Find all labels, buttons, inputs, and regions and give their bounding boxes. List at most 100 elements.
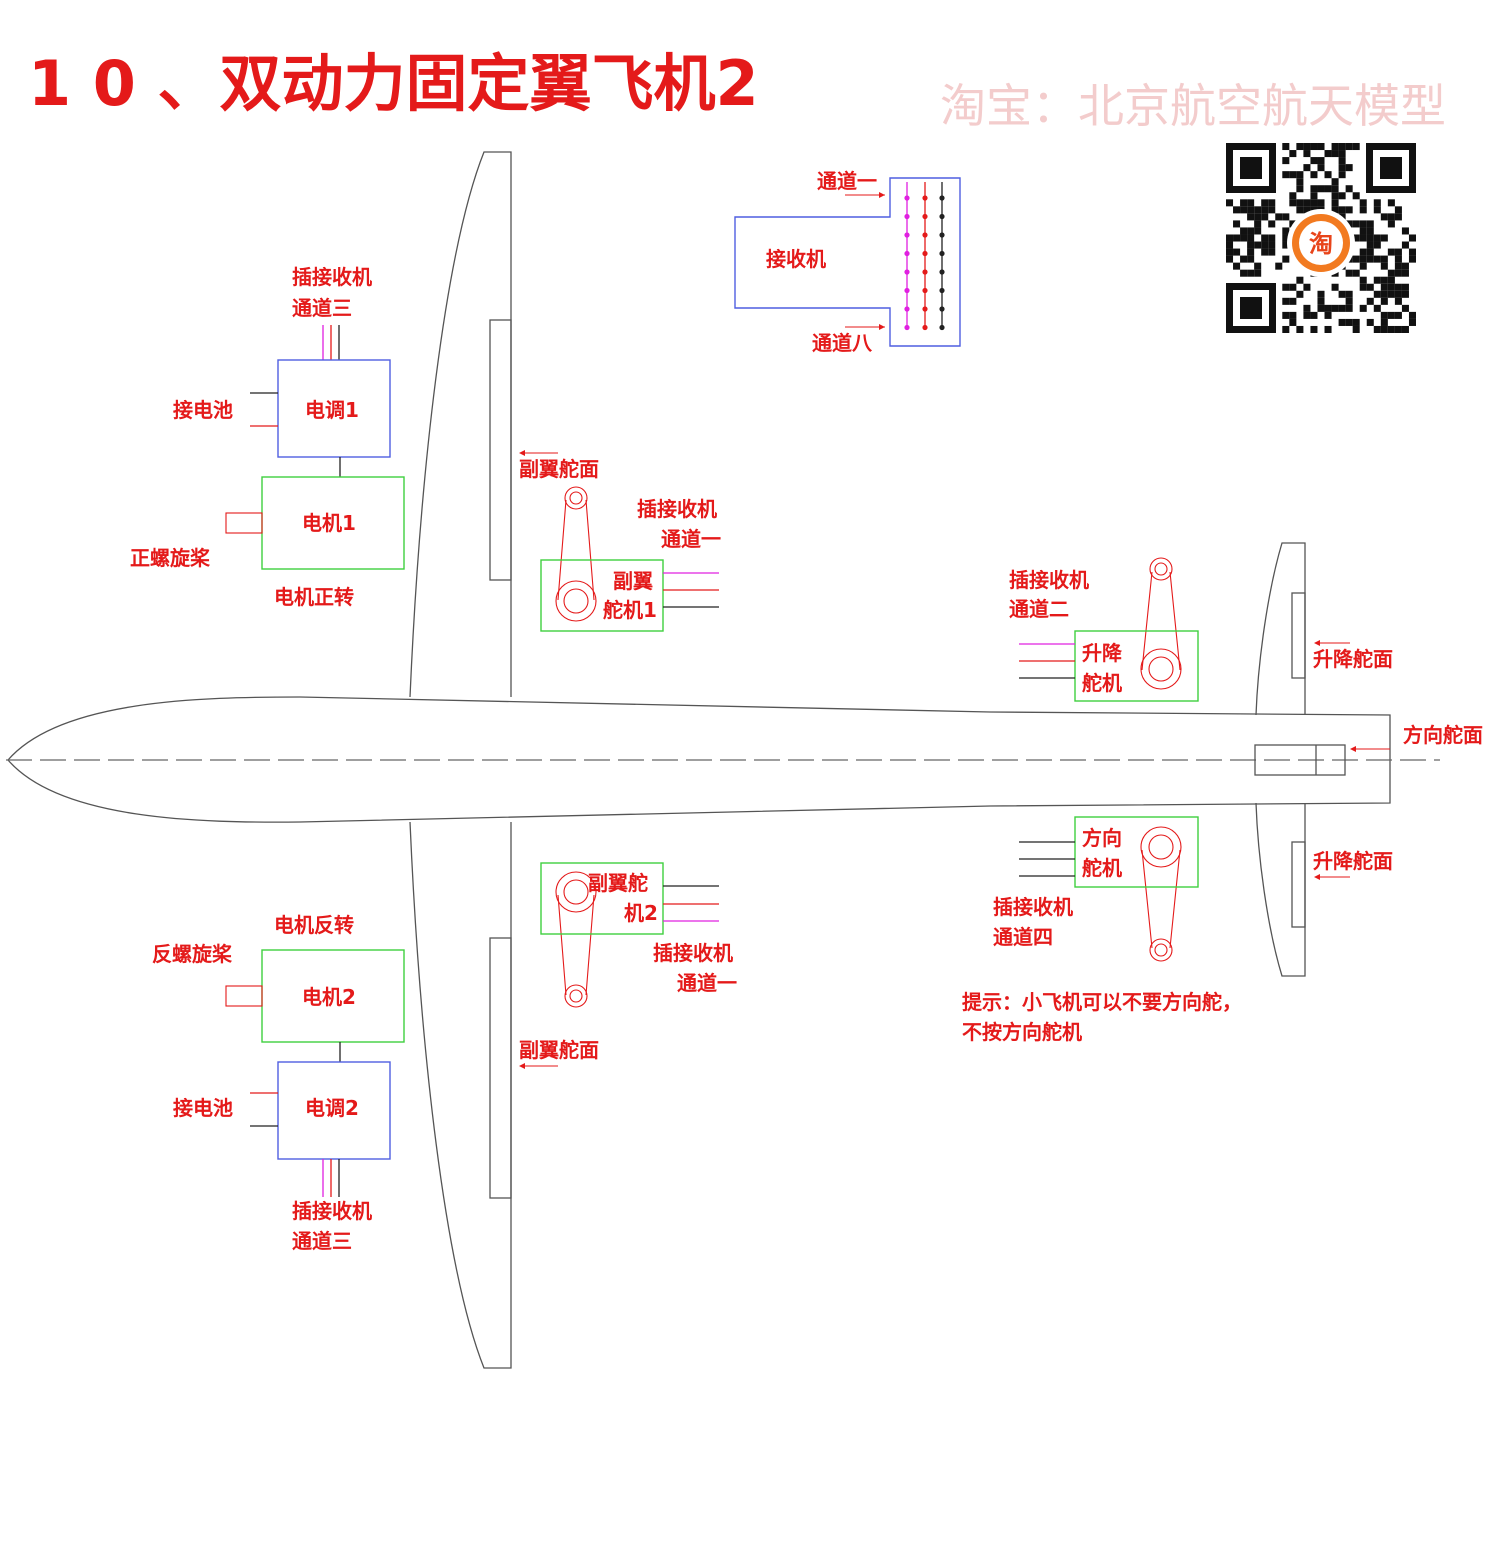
upper-aileron-label: 副翼舵面: [519, 457, 599, 481]
aileron-servo-1-line2: 舵机1: [603, 598, 657, 622]
receiver-pin: [939, 269, 945, 275]
propeller-icon: [225, 985, 263, 1007]
receiver-pin: [922, 306, 928, 312]
receiver-pin: [904, 232, 910, 238]
aileron-servo-2: 副翼舵 机2 插接收机 通道一 副翼舵面: [519, 862, 737, 1069]
receiver-pins: [904, 195, 945, 331]
rudder-servo: 方向 舵机 插接收机 通道四: [993, 816, 1199, 962]
rudder-servo-box: [1074, 816, 1199, 888]
esc2-battery-label: 接电池: [173, 1096, 233, 1120]
receiver: 接收机 通道一 通道八: [734, 169, 961, 355]
lower-elevator-label: 升降舵面: [1313, 849, 1393, 873]
elevator-servo-line1: 升降: [1082, 641, 1123, 665]
rudder-servo-line2: 舵机: [1082, 856, 1122, 880]
elevator-servo-plug2: 通道二: [1009, 597, 1069, 621]
lower-stabilizer-outline: [1255, 802, 1306, 977]
receiver-pin: [904, 213, 910, 220]
elevator-servo-plug1: 插接收机: [1009, 568, 1089, 592]
receiver-pin: [904, 324, 910, 331]
esc1-plug-line1: 插接收机: [292, 265, 372, 289]
aileron-servo-2-plug2: 通道一: [677, 971, 737, 995]
motor1: 电机1 正螺旋桨 电机正转: [130, 476, 405, 609]
receiver-pin: [922, 213, 928, 220]
receiver-pin: [939, 232, 945, 238]
esc2-label: 电调2: [305, 1096, 359, 1120]
rudder-servo-line1: 方向: [1082, 826, 1122, 850]
receiver-pin: [922, 232, 928, 238]
rudder-servo-plug2: 通道四: [993, 925, 1053, 949]
receiver-pin: [904, 287, 910, 294]
rudder-label: 方向舵面: [1403, 723, 1483, 747]
aileron-servo-1-line1: 副翼: [613, 569, 653, 593]
upper-wing-outline: [409, 151, 512, 698]
qr-logo-text: 淘: [1309, 230, 1333, 258]
propeller-icon: [225, 512, 263, 534]
esc1: 插接收机 通道三 电调1 接电池: [173, 265, 391, 477]
motor1-prop-label: 正螺旋桨: [130, 546, 211, 570]
rudder-servo-plug1: 插接收机: [993, 895, 1073, 919]
receiver-pin: [922, 250, 928, 257]
esc1-box: [277, 359, 391, 458]
motor2-rotation-label: 电机反转: [274, 913, 354, 937]
receiver-pin: [904, 250, 910, 257]
receiver-channel-top: 通道一: [817, 169, 877, 193]
receiver-pin: [939, 324, 945, 331]
aileron-servo-2-line2: 机2: [624, 901, 658, 925]
receiver-pin: [939, 195, 945, 201]
receiver-box: [734, 177, 961, 347]
esc2-box: [277, 1061, 391, 1160]
lower-elevator-surface: [1291, 841, 1306, 928]
motor1-rotation-label: 电机正转: [274, 585, 354, 609]
receiver-pin: [939, 306, 945, 312]
diagram-title: 1 0 、双动力固定翼飞机2: [28, 47, 759, 120]
elevator-servo-box: [1074, 630, 1199, 702]
receiver-pin: [939, 250, 945, 257]
rudder-surface: [1254, 744, 1346, 776]
esc2-plug-line1: 插接收机: [292, 1199, 372, 1223]
lower-aileron-label: 副翼舵面: [519, 1038, 599, 1062]
airframe: [6, 151, 1440, 1369]
motor2-prop-label: 反螺旋桨: [152, 942, 233, 966]
receiver-pin: [922, 287, 928, 294]
receiver-pin: [939, 213, 945, 220]
lower-wing-outline: [409, 821, 512, 1369]
receiver-pin: [922, 195, 928, 201]
lower-aileron-surface: [489, 937, 512, 1199]
upper-stabilizer-outline: [1255, 542, 1306, 716]
receiver-channel-bottom: 通道八: [812, 331, 873, 355]
aileron-servo-1-box: [540, 559, 664, 632]
elevator-servo: 插接收机 通道二 升降 舵机: [1009, 557, 1199, 702]
aileron-servo-2-box: [540, 862, 664, 935]
esc2-plug-line2: 通道三: [292, 1229, 352, 1253]
aileron-servo-2-plug1: 插接收机: [653, 941, 733, 965]
motor2-label: 电机2: [302, 985, 356, 1009]
motor2: 电机反转 反螺旋桨 电机2: [152, 913, 405, 1062]
servo-linkage-icon: [557, 499, 595, 601]
esc1-plug-line2: 通道三: [292, 296, 352, 320]
tip-line2: 不按方向舵机: [962, 1020, 1082, 1044]
receiver-pin: [904, 306, 910, 312]
elevator-servo-line2: 舵机: [1082, 671, 1122, 695]
receiver-pin: [922, 269, 928, 275]
esc2: 电调2 接电池 插接收机 通道三: [173, 1061, 391, 1253]
upper-elevator-label: 升降舵面: [1313, 647, 1393, 671]
esc1-battery-label: 接电池: [173, 398, 233, 422]
qr-code: 淘: [1226, 143, 1416, 333]
tip-line1: 提示：小飞机可以不要方向舵，: [962, 990, 1242, 1014]
fuselage-outline: [7, 696, 1391, 823]
aileron-servo-1-plug2: 通道一: [661, 527, 721, 551]
receiver-label: 接收机: [766, 247, 826, 271]
receiver-pin: [939, 287, 945, 294]
motor1-label: 电机1: [302, 511, 356, 535]
upper-aileron-surface: [489, 319, 512, 581]
watermark: 淘宝：北京航空航天模型: [940, 79, 1446, 133]
aileron-servo-1-plug1: 插接收机: [637, 497, 717, 521]
receiver-pin: [904, 195, 910, 201]
receiver-pin: [922, 324, 928, 331]
receiver-pin: [904, 269, 910, 275]
aileron-servo-2-line1: 副翼舵: [588, 871, 648, 895]
esc1-label: 电调1: [305, 398, 359, 422]
upper-elevator-surface: [1291, 592, 1306, 679]
aileron-servo-1: 副翼舵面 副翼 舵机1 插接收机 通道一: [519, 450, 721, 632]
